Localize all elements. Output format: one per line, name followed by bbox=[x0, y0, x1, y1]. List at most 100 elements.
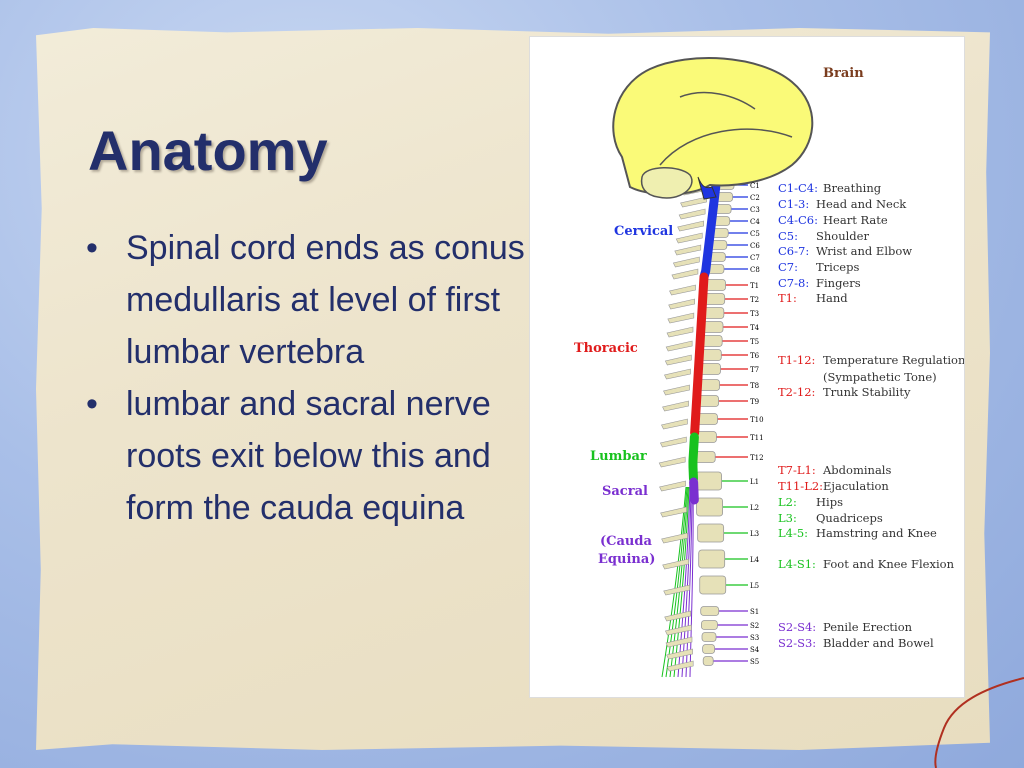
spinous-process bbox=[664, 368, 691, 380]
spinous-process bbox=[664, 610, 691, 622]
vertebra-label: S4 bbox=[750, 646, 760, 654]
bullet-item: • lumbar and sacral nerve roots exit bel… bbox=[86, 378, 526, 534]
region-label: Thoracic bbox=[574, 341, 638, 356]
vertebra-label: C4 bbox=[750, 218, 760, 226]
function-desc: Abdominals bbox=[822, 463, 891, 477]
function-level: C1-C4: bbox=[778, 181, 818, 195]
spinal-cord-segment bbox=[688, 432, 699, 484]
function-level: L3: bbox=[778, 511, 797, 525]
function-desc: Wrist and Elbow bbox=[816, 244, 912, 258]
function-level: C7-8: bbox=[778, 276, 809, 290]
spinous-process bbox=[661, 532, 688, 544]
vertebra-body bbox=[705, 279, 726, 291]
spinous-process bbox=[665, 340, 693, 352]
function-level: T11-L2: bbox=[778, 479, 823, 493]
vertebra-body bbox=[700, 620, 718, 630]
vertebra-body bbox=[702, 321, 724, 333]
function-level: S2-S4: bbox=[778, 620, 816, 634]
spinous-process bbox=[663, 384, 690, 396]
region-label: (Cauda bbox=[600, 534, 652, 549]
vertebra-label: S5 bbox=[750, 658, 759, 666]
function-level: T2-12: bbox=[778, 385, 815, 399]
function-level: C5: bbox=[778, 229, 798, 243]
vertebra-body bbox=[695, 431, 717, 443]
vertebra-label: T9 bbox=[750, 398, 759, 406]
vertebra-label: C5 bbox=[750, 230, 760, 238]
spinal-cord bbox=[688, 182, 721, 505]
vertebra-label: C7 bbox=[750, 254, 760, 262]
vertebra-label: C1 bbox=[750, 182, 760, 190]
vertebra-label: L2 bbox=[750, 504, 759, 512]
vertebra-label: L1 bbox=[750, 478, 759, 486]
spinous-process bbox=[675, 232, 703, 244]
function-level: C7: bbox=[778, 260, 798, 274]
spinous-process bbox=[663, 584, 691, 596]
spinous-process bbox=[664, 624, 692, 636]
region-label: Brain bbox=[823, 66, 864, 81]
bullet-icon: • bbox=[86, 385, 98, 423]
bullet-item: • Spinal cord ends as conus medullaris a… bbox=[86, 222, 526, 378]
vertebra-label: T3 bbox=[750, 310, 759, 318]
spinous-process bbox=[667, 312, 695, 324]
vertebra-body bbox=[702, 656, 714, 666]
spinal-cord-segment bbox=[690, 272, 709, 438]
vertebra-label: S1 bbox=[750, 608, 759, 616]
spinous-process bbox=[666, 660, 694, 672]
bullet-text: lumbar and sacral nerve roots exit below… bbox=[126, 385, 491, 527]
function-desc: Quadriceps bbox=[816, 511, 883, 525]
spinous-process bbox=[661, 418, 688, 430]
region-label: Lumbar bbox=[590, 449, 647, 464]
vertebra-body bbox=[703, 307, 725, 319]
vertebra-label: T10 bbox=[750, 416, 764, 424]
spinous-process bbox=[660, 506, 687, 518]
spinous-process bbox=[677, 220, 704, 232]
vertebra-body bbox=[701, 632, 717, 642]
vertebra-label: T1 bbox=[750, 282, 759, 290]
vertebra-body bbox=[699, 575, 727, 595]
vertebra-label: T7 bbox=[750, 366, 759, 374]
spinal-cord-segment bbox=[699, 182, 721, 282]
function-desc: Foot and Knee Flexion bbox=[823, 557, 955, 571]
spinous-process bbox=[666, 326, 694, 338]
vertebra-label: C8 bbox=[750, 266, 760, 274]
vertebra-label: S3 bbox=[750, 634, 759, 642]
function-level: C1-3: bbox=[778, 197, 809, 211]
spinous-process bbox=[671, 268, 699, 280]
region-label: Sacral bbox=[602, 484, 648, 499]
brainstem-shape bbox=[697, 176, 717, 200]
function-desc: Hamstring and Knee bbox=[816, 526, 937, 540]
function-desc: Ejaculation bbox=[823, 479, 889, 493]
function-level: T7-L1: bbox=[778, 463, 816, 477]
vertebra-label: S2 bbox=[750, 622, 759, 630]
region-labels: BrainCervicalThoracicLumbarSacral(CaudaE… bbox=[574, 66, 864, 567]
vertebra-label: T8 bbox=[750, 382, 759, 390]
vertebra-labels: C1C2C3C4C5C6C7C8T1T2T3T4T5T6T7T8T9T10T11… bbox=[750, 182, 764, 666]
function-desc: Triceps bbox=[816, 260, 859, 274]
function-level: L4-5: bbox=[778, 526, 808, 540]
region-label: Cervical bbox=[614, 224, 673, 239]
spinous-process bbox=[678, 208, 706, 220]
vertebra-body bbox=[700, 363, 721, 375]
function-desc: Hips bbox=[816, 495, 843, 509]
brain-fold bbox=[679, 91, 756, 110]
bullet-text: Spinal cord ends as conus medullaris at … bbox=[126, 229, 525, 371]
vertebra-body bbox=[695, 471, 722, 491]
vertebra-body bbox=[698, 549, 726, 569]
spinous-process bbox=[674, 244, 702, 256]
function-desc: Breathing bbox=[823, 181, 882, 195]
spinous-process bbox=[668, 298, 695, 310]
spinous-process bbox=[659, 480, 686, 492]
spinous-process bbox=[665, 636, 693, 648]
red-thread-decoration bbox=[934, 677, 1024, 768]
vertebra-body bbox=[697, 413, 718, 425]
vertebra-body bbox=[700, 349, 722, 361]
vertebra-label: C2 bbox=[750, 194, 760, 202]
function-level: T1: bbox=[778, 291, 797, 305]
function-level: L4-S1: bbox=[778, 557, 816, 571]
function-desc: Head and Neck bbox=[816, 197, 907, 211]
slide-title: Anatomy bbox=[88, 119, 328, 182]
function-desc: Hand bbox=[816, 291, 848, 305]
spinous-process bbox=[669, 284, 696, 296]
function-level: T1-12: bbox=[778, 353, 815, 367]
